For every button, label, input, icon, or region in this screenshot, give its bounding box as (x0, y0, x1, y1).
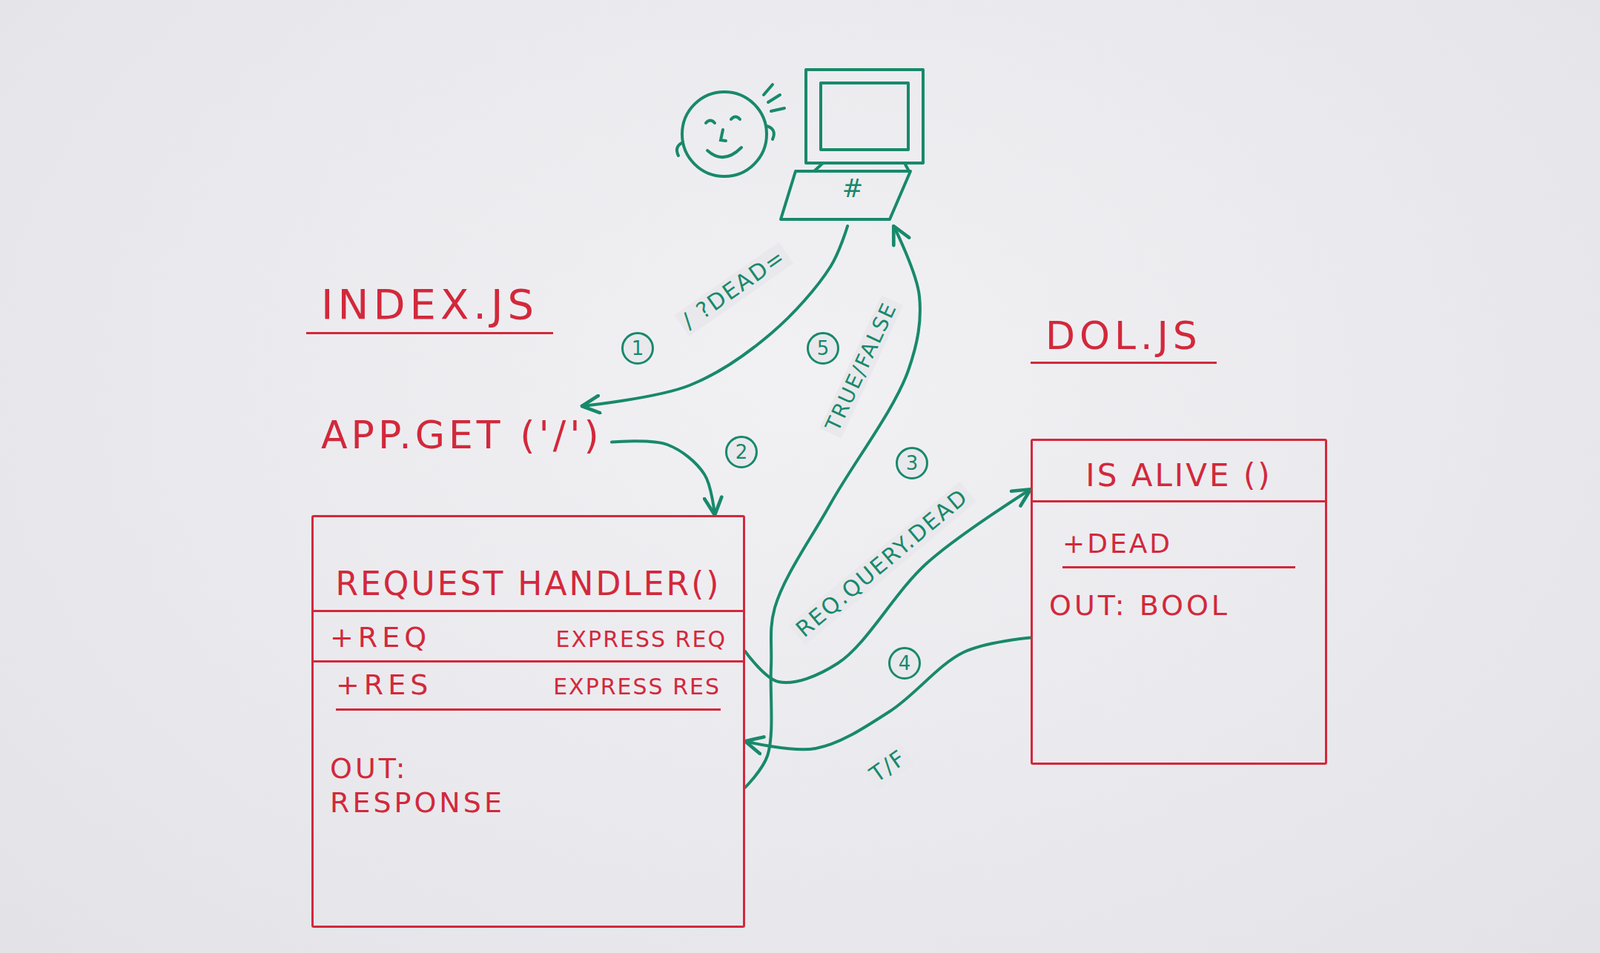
edge-label: REQ.QUERY.DEAD (788, 481, 976, 646)
route-call: APP.GET ('/') (313, 406, 612, 467)
return-value: OUT: BOOL (1049, 589, 1231, 624)
callout-number: 5 (806, 332, 840, 365)
flow-arrow (745, 226, 921, 789)
flow-arrow (745, 489, 1031, 683)
laptop-figure: # (778, 65, 932, 227)
laptop-screen (805, 69, 924, 164)
edge-label: / ?DEAD= (673, 241, 794, 336)
divided-row: +DEAD (1062, 527, 1296, 568)
function-box: IS ALIVE () +DEAD OUT: BOOL (1030, 438, 1328, 766)
text-row: # (808, 173, 898, 204)
param-name: +REQ (329, 621, 431, 656)
text-row: APP.GET ('/') (321, 412, 605, 459)
face-smile (707, 147, 742, 158)
laptop-keyboard (780, 171, 911, 220)
edge-label: T/F (862, 742, 915, 791)
face-outline (682, 91, 767, 177)
text-row: OUT: RESPONSE (329, 752, 727, 821)
divided-row: IS ALIVE () (1032, 457, 1325, 503)
function-box: REQUEST HANDLER() +REQ EXPRESS REQ +RES EXPR… (311, 515, 746, 929)
file-name: INDEX.JS (306, 281, 554, 335)
face-eye (705, 120, 715, 124)
param-name: +RES (335, 668, 433, 703)
face-ear (766, 126, 775, 140)
param-name: +DEAD (1062, 527, 1173, 560)
flow-arrow (582, 226, 848, 407)
callout-number: 4 (888, 647, 921, 680)
callout-number: 1 (621, 332, 654, 365)
function-name: REQUEST HANDLER() (335, 564, 721, 605)
text-row: OUT: BOOL (1049, 589, 1309, 624)
divided-row: +REQ EXPRESS REQ (313, 621, 743, 664)
face-nose (720, 129, 726, 141)
person-figure (676, 84, 785, 177)
function-name: IS ALIVE () (1085, 457, 1272, 495)
return-value: OUT: RESPONSE (329, 752, 505, 821)
param-type: EXPRESS RES (553, 673, 721, 701)
flow-arrow (745, 637, 1031, 750)
edge-label: TRUE/FALSE (820, 295, 904, 439)
route-text: APP.GET ('/') (321, 412, 603, 459)
face-hair (763, 84, 785, 112)
divided-row: +RES EXPRESS RES (335, 668, 721, 712)
callout-number: 3 (895, 447, 929, 480)
connector-group (582, 226, 1031, 789)
laptop-hinge (814, 163, 909, 172)
laptop-display (820, 83, 909, 150)
divided-row: REQUEST HANDLER() (313, 564, 743, 613)
callout-number: 2 (725, 435, 758, 469)
face-ear (676, 142, 683, 156)
face-eye (731, 117, 740, 121)
param-type: EXPRESS REQ (556, 626, 727, 654)
keyboard-symbol: # (842, 173, 864, 204)
flow-arrow (611, 441, 715, 516)
file-name: DOL.JS (1030, 315, 1217, 365)
laptop-drawing (780, 69, 924, 220)
